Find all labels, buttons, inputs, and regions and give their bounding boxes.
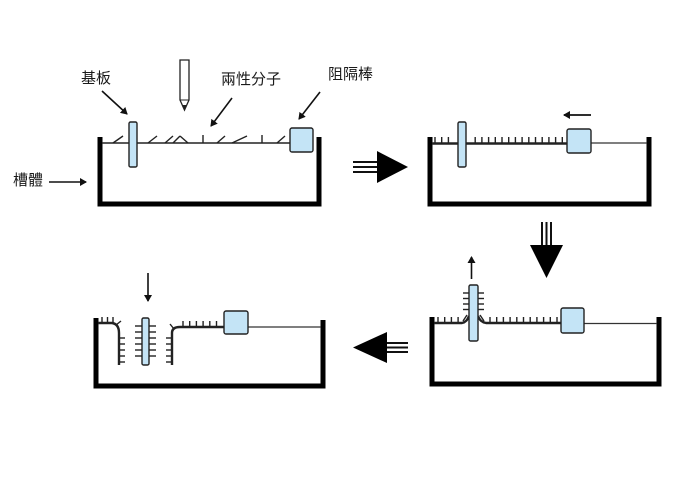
barrier-bar [560, 307, 585, 334]
process-arrow-right [353, 151, 408, 183]
transferred-monolayer [463, 292, 484, 311]
amphiphile-molecules-ordered [101, 317, 218, 363]
substrate-plate [457, 121, 467, 168]
amphiphile-label: 兩性分子 [221, 70, 282, 88]
molecule-tick [169, 323, 175, 330]
substrate-plate [468, 284, 479, 342]
substrate-plate [141, 317, 150, 366]
compressed-monolayer [98, 321, 224, 365]
process-arrow-down [530, 222, 563, 278]
amphiphile-molecules-ordered [434, 137, 563, 143]
molecule-tick [479, 314, 485, 322]
amphiphile-molecules-ordered [437, 314, 558, 323]
trough-step-1 [49, 59, 322, 207]
molecule-tick [115, 320, 122, 326]
trough-label: 槽體 [13, 171, 44, 189]
trough-step-2 [427, 111, 652, 207]
amphiphile-molecules-scattered [112, 135, 286, 144]
barrier-pointer-arrow [298, 91, 321, 120]
substrate-pointer-arrow [101, 90, 128, 115]
molecule-tick [462, 314, 468, 322]
barrier-bar [223, 310, 249, 335]
trough-walls [93, 318, 326, 389]
compressed-monolayer [434, 315, 561, 325]
barrier-bar [566, 128, 592, 154]
substrate-label: 基板 [81, 69, 112, 87]
trough-walls [427, 137, 652, 207]
trough-step-3 [429, 256, 662, 387]
trough-walls [429, 317, 662, 387]
dropper-icon [179, 59, 190, 112]
process-arrow-left [353, 332, 408, 363]
trough-walls [97, 137, 322, 207]
barrier-bar [289, 127, 314, 153]
trough-step-4 [93, 273, 326, 389]
amphiphile-pointer-arrow [210, 97, 233, 127]
substrate-plate [128, 121, 138, 168]
barrier-label: 阻隔棒 [328, 65, 374, 83]
